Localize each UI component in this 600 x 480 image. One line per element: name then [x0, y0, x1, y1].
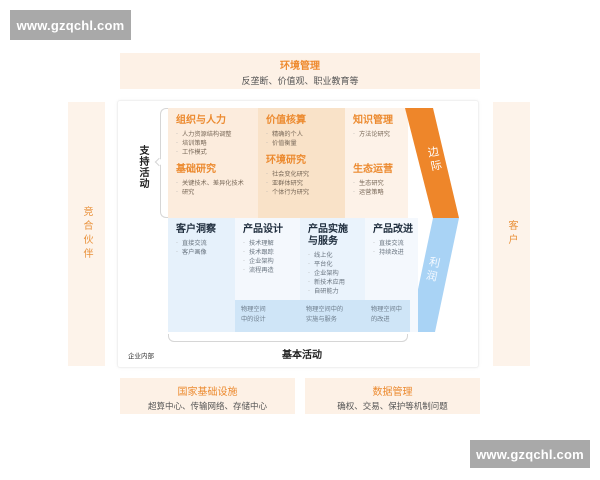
support-column-1: 组织与人力 人力资源结构调整 培训策略 工作模式 基础研究 关键技术、差异化技术… [168, 108, 258, 218]
physical-space-design: 物理空间 中的设计 [235, 300, 300, 332]
column-list: 线上化 平台化 企业架构 新技术应用 自研能力 [308, 251, 361, 296]
support-activities-area: 组织与人力 人力资源结构调整 培训策略 工作模式 基础研究 关键技术、差异化技术… [168, 108, 408, 218]
column-title-line-1: 产品实施 [308, 224, 348, 235]
section-title: 知识管理 [353, 115, 393, 126]
watermark-bottom: www.gzqchl.com [470, 440, 590, 468]
watermark-top: www.gzqchl.com [10, 10, 131, 40]
physical-line: 的改进 [371, 316, 390, 323]
list-item: 线上化 [308, 251, 361, 260]
list-item: 工作模式 [176, 148, 252, 157]
list-item: 亚群体研究 [266, 179, 339, 188]
physical-space-implementation: 物理空间中的 实施与服务 [300, 300, 365, 332]
enterprise-internal-label: 企业内部 [128, 352, 154, 360]
section-list: 方法论研究 [353, 130, 402, 139]
section-list: 社会变化研究 亚群体研究 个体行为研究 [266, 170, 339, 197]
list-item: 社会变化研究 [266, 170, 339, 179]
list-item: 流程再造 [243, 266, 296, 275]
list-item: 自研能力 [308, 287, 361, 296]
physical-line: 物理空间中的 [306, 306, 344, 313]
data-management-title: 数据管理 [372, 387, 413, 398]
margin-chevron-bottom [409, 218, 459, 332]
infrastructure-title: 国家基础设施 [177, 387, 238, 398]
primary-activities-label: 基本活动 [282, 350, 322, 361]
margin-chevron-top [405, 108, 459, 218]
data-management-subtitle: 确权、交易、保护等机制问题 [337, 402, 448, 412]
list-item: 方法论研究 [353, 130, 402, 139]
customers-label: 客户 [506, 220, 517, 248]
list-item: 技术理解 [243, 239, 296, 248]
column-title: 产品改进 [373, 224, 413, 235]
infrastructure-subtitle: 超算中心、传输网络、存储中心 [147, 402, 267, 412]
support-column-3: 知识管理 方法论研究 生态运营 生态研究 运营策略 [345, 108, 408, 218]
environment-management-box: 环境管理 反垄断、价值观、职业教育等 [120, 53, 480, 89]
list-item: 直接交流 [176, 239, 231, 248]
support-column-2: 价值核算 精确的个人 价值衡量 环境研究 社会变化研究 亚群体研究 个体行为研究 [258, 108, 345, 218]
national-infrastructure-box: 国家基础设施 超算中心、传输网络、存储中心 [120, 378, 295, 414]
list-item: 生态研究 [353, 179, 402, 188]
data-management-box: 数据管理 确权、交易、保护等机制问题 [305, 378, 480, 414]
section-title: 组织与人力 [176, 115, 226, 126]
partners-box: 竞合伙伴 [68, 102, 105, 366]
list-item: 平台化 [308, 260, 361, 269]
section-title: 生态运营 [353, 164, 393, 175]
primary-brace [168, 334, 408, 342]
physical-line: 物理空间中 [371, 306, 402, 313]
list-item: 关键技术、差异化技术 [176, 179, 252, 188]
physical-line: 物理空间 [241, 306, 266, 313]
list-item: 企业架构 [308, 269, 361, 278]
column-title: 客户洞察 [176, 224, 216, 235]
list-item: 新技术应用 [308, 278, 361, 287]
physical-space-improvement: 物理空间中 的改进 [365, 300, 410, 332]
physical-line: 实施与服务 [306, 316, 337, 323]
section-title: 环境研究 [266, 155, 306, 166]
column-title: 产品设计 [243, 224, 283, 235]
list-item: 培训策略 [176, 139, 252, 148]
list-item: 精确的个人 [266, 130, 339, 139]
list-item: 技术跟踪 [243, 248, 296, 257]
list-item: 客户画像 [176, 248, 231, 257]
list-item: 研究 [176, 188, 252, 197]
list-item: 个体行为研究 [266, 188, 339, 197]
section-title: 基础研究 [176, 164, 216, 175]
list-item: 企业架构 [243, 257, 296, 266]
list-item: 持续改进 [373, 248, 414, 257]
partners-label: 竞合伙伴 [81, 206, 92, 262]
column-list: 直接交流 持续改进 [373, 239, 414, 257]
physical-line: 中的设计 [241, 316, 266, 323]
list-item: 价值衡量 [266, 139, 339, 148]
section-list: 关键技术、差异化技术 研究 [176, 179, 252, 197]
support-activities-label: 支持活动 [137, 145, 148, 189]
list-item: 直接交流 [373, 239, 414, 248]
customers-box: 客户 [493, 102, 530, 366]
column-list: 直接交流 客户画像 [176, 239, 231, 257]
environment-subtitle: 反垄断、价值观、职业教育等 [241, 77, 359, 87]
environment-title: 环境管理 [280, 61, 320, 72]
column-title-line-2: 与服务 [308, 236, 338, 247]
primary-column-customer-insight: 客户洞察 直接交流 客户画像 [168, 218, 235, 332]
column-list: 技术理解 技术跟踪 企业架构 流程再造 [243, 239, 296, 275]
list-item: 人力资源结构调整 [176, 130, 252, 139]
section-list: 人力资源结构调整 培训策略 工作模式 [176, 130, 252, 157]
section-list: 精确的个人 价值衡量 [266, 130, 339, 148]
section-list: 生态研究 运营策略 [353, 179, 402, 197]
list-item: 运营策略 [353, 188, 402, 197]
section-title: 价值核算 [266, 115, 306, 126]
